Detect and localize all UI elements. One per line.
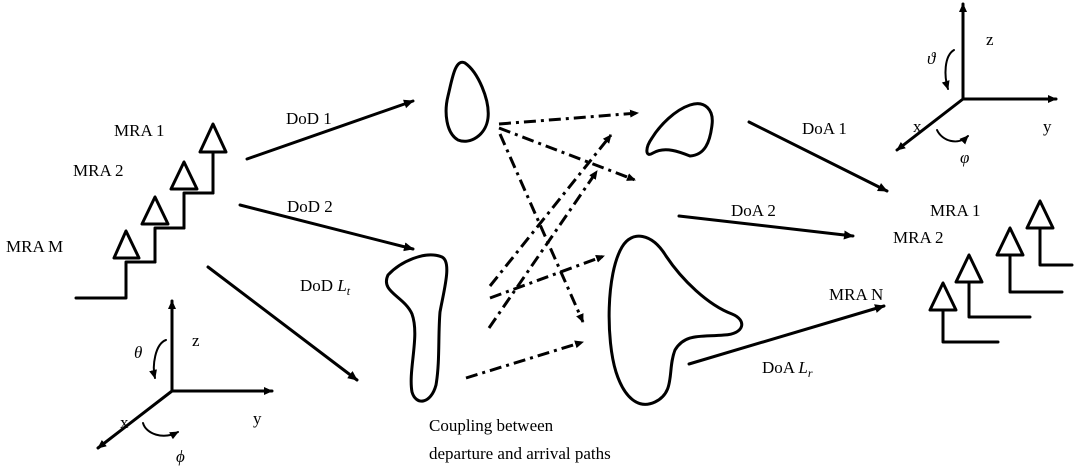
- tx-antenna-icon: [169, 160, 199, 191]
- rx-theta-rotation-icon: [941, 49, 955, 90]
- rx-antenna-icon: [954, 253, 984, 284]
- tx-phi-label: ϕ: [176, 447, 185, 466]
- tx-x-label: x: [120, 413, 129, 432]
- tx-mra-1-label: MRA 1: [114, 121, 165, 140]
- rx-antenna-array: [928, 199, 1074, 344]
- rx-theta-label: ϑ: [927, 49, 937, 68]
- rx-coordinate-frame: [895, 2, 1058, 152]
- tx-theta-rotation-icon: [149, 339, 167, 379]
- caption-line-2: departure and arrival paths: [429, 444, 611, 463]
- doa-lr-label: DoA Lr: [762, 358, 813, 380]
- dod-1-arrow: [245, 99, 415, 161]
- rx-phi-rotation-icon: [936, 129, 969, 145]
- dod-2-arrow: [238, 203, 415, 252]
- tx-z-label: z: [192, 331, 200, 350]
- coupling-paths: [465, 109, 639, 380]
- doa-1-arrow: [747, 120, 889, 193]
- rx-mra-1-label: MRA 1: [930, 201, 981, 220]
- doa-2-arrow: [677, 214, 855, 240]
- rx-x-axis: [895, 97, 965, 152]
- rx-mra-2-label: MRA 2: [893, 228, 944, 247]
- scatterer-cluster-1: [444, 60, 490, 143]
- dod-lt-arrow: [206, 265, 359, 382]
- doa-2-label: DoA 2: [731, 201, 776, 220]
- rx-antenna-icon: [1025, 199, 1055, 230]
- rx-antenna-icon: [995, 226, 1025, 257]
- rx-z-label: z: [986, 30, 994, 49]
- tx-coordinate-frame: [96, 299, 274, 450]
- scatterer-cluster-3: [384, 253, 449, 403]
- tx-y-label: y: [253, 409, 262, 428]
- caption-line-1: Coupling between: [429, 416, 554, 435]
- doa-lr-arrow: [687, 304, 886, 366]
- dod-lt-label: DoD Lt: [300, 276, 351, 298]
- rx-y-label: y: [1043, 117, 1052, 136]
- doa-1-label: DoA 1: [802, 119, 847, 138]
- tx-antenna-icon: [198, 122, 228, 154]
- tx-antenna-icon: [112, 229, 141, 260]
- tx-mra-2-label: MRA 2: [73, 161, 124, 180]
- tx-theta-label: θ: [134, 343, 142, 362]
- tx-phi-rotation-icon: [142, 422, 179, 440]
- rx-x-label: x: [913, 117, 922, 136]
- dod-1-label: DoD 1: [286, 109, 332, 128]
- scatterer-cluster-2: [645, 102, 714, 158]
- rx-mra-n-label: MRA N: [829, 285, 883, 304]
- dod-2-label: DoD 2: [287, 197, 333, 216]
- tx-antenna-array: [74, 122, 228, 300]
- scatterer-cluster-4: [607, 234, 744, 406]
- tx-antenna-icon: [140, 195, 170, 226]
- tx-x-axis: [96, 389, 174, 450]
- rx-antenna-icon: [928, 281, 958, 312]
- tx-mra-m-label: MRA M: [6, 237, 63, 256]
- rx-phi-label: φ: [960, 148, 969, 167]
